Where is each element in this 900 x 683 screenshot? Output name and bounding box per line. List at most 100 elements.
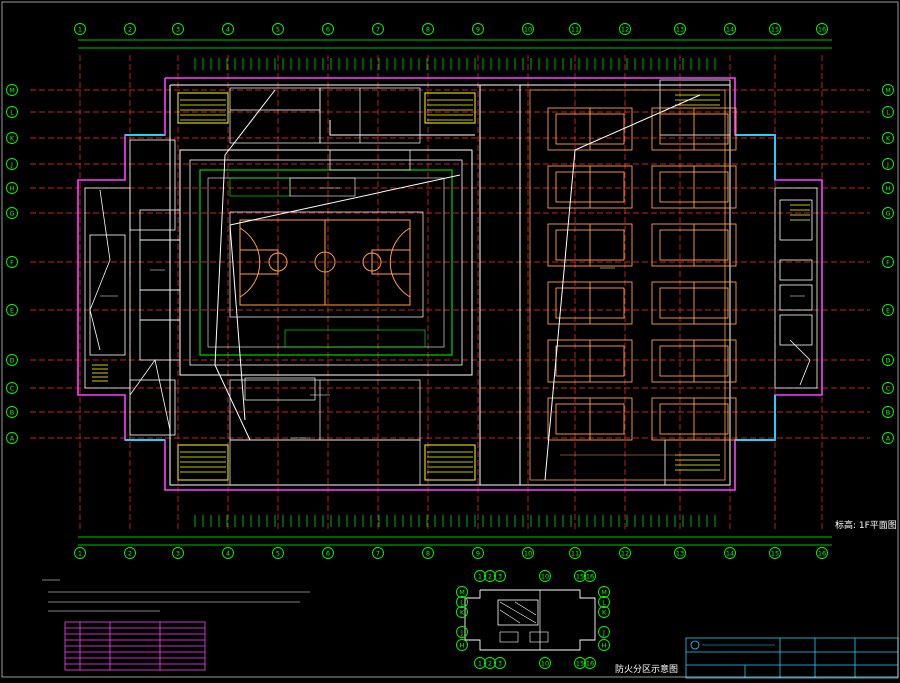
stair-core-nw xyxy=(177,92,229,124)
svg-text:H: H xyxy=(886,185,891,193)
axis-bubble-top: 16 xyxy=(816,23,828,35)
svg-text:M: M xyxy=(459,589,465,597)
axis-bubble-bottom: 3 xyxy=(172,547,184,559)
keyplan-bubble: 2 xyxy=(484,570,496,582)
axis-bubble-left: G xyxy=(6,207,18,219)
keyplan-bubble: L xyxy=(598,596,610,608)
left-wing-rooms xyxy=(84,139,181,436)
axis-bubble-right: J xyxy=(882,158,894,170)
axis-bubble-bottom: 4 xyxy=(222,547,234,559)
fire-zone-keyplan xyxy=(464,589,596,651)
svg-text:3: 3 xyxy=(498,660,502,668)
svg-text:7: 7 xyxy=(376,550,380,558)
svg-text:2: 2 xyxy=(128,550,132,558)
svg-text:14: 14 xyxy=(726,550,734,558)
axis-bubble-top: 5 xyxy=(272,23,284,35)
svg-text:4: 4 xyxy=(226,550,230,558)
keyplan-bubble: H xyxy=(598,639,610,651)
axis-bubble-top: 12 xyxy=(619,23,631,35)
svg-text:9: 9 xyxy=(476,26,480,34)
badminton-court xyxy=(651,107,737,151)
axis-bubble-top: 9 xyxy=(472,23,484,35)
badminton-court xyxy=(651,165,737,209)
axis-bubble-bottom: 8 xyxy=(422,547,434,559)
svg-text:C: C xyxy=(886,385,891,393)
svg-text:1: 1 xyxy=(78,550,82,558)
fire-zone-title: 防火分区示意图 xyxy=(615,665,679,675)
keyplan-bubble: 1 xyxy=(474,570,486,582)
room-tag-marks xyxy=(100,187,805,439)
keyplan-bubble: 15 xyxy=(574,570,586,582)
svg-text:16: 16 xyxy=(818,550,826,558)
svg-text:F: F xyxy=(10,259,14,267)
keyplan-bubble: 15 xyxy=(574,657,586,669)
svg-text:M: M xyxy=(601,589,607,597)
keyplan-bubble: M xyxy=(598,586,610,598)
axis-bubble-left: K xyxy=(6,132,18,144)
svg-text:D: D xyxy=(9,357,14,365)
axis-bubble-right: B xyxy=(882,406,894,418)
keyplan-bubble: K xyxy=(456,606,468,618)
axis-bubble-bottom: 12 xyxy=(619,547,631,559)
svg-text:5: 5 xyxy=(276,550,280,558)
svg-text:8: 8 xyxy=(426,550,430,558)
svg-text:K: K xyxy=(460,609,465,617)
south-rooms xyxy=(229,377,421,486)
axis-bubble-bottom: 5 xyxy=(272,547,284,559)
svg-text:2: 2 xyxy=(488,573,492,581)
axis-bubble-left: H xyxy=(6,182,18,194)
axis-bubble-left: J xyxy=(6,158,18,170)
keyplan-bubble: 10 xyxy=(539,570,551,582)
badminton-court xyxy=(651,281,737,325)
keyplan-bubble: 16 xyxy=(584,657,596,669)
axis-bubble-bottom: 10 xyxy=(522,547,534,559)
svg-text:H: H xyxy=(602,642,607,650)
svg-text:A: A xyxy=(886,435,891,443)
badminton-court xyxy=(547,281,633,325)
keyplan-bubble: 2 xyxy=(484,657,496,669)
facade-hatch-top xyxy=(194,58,716,70)
svg-text:D: D xyxy=(885,357,890,365)
keyplan-bubble: 1 xyxy=(474,657,486,669)
svg-text:15: 15 xyxy=(771,26,779,34)
training-hall xyxy=(529,89,726,481)
svg-text:11: 11 xyxy=(571,550,579,558)
axis-bubble-top: 1 xyxy=(74,23,86,35)
axis-bubble-left: B xyxy=(6,406,18,418)
axis-bubble-right: D xyxy=(882,354,894,366)
svg-text:E: E xyxy=(886,307,890,315)
svg-text:J: J xyxy=(10,161,13,169)
stair-core-n xyxy=(424,92,476,124)
keyplan-bubble: K xyxy=(598,606,610,618)
axis-bubble-top: 7 xyxy=(372,23,384,35)
svg-text:J: J xyxy=(602,629,605,637)
svg-text:9: 9 xyxy=(476,550,480,558)
svg-text:4: 4 xyxy=(226,26,230,34)
svg-text:L: L xyxy=(602,599,606,607)
axis-bubble-bottom: 2 xyxy=(124,547,136,559)
axis-bubble-top: 11 xyxy=(569,23,581,35)
axis-bubble-right: M xyxy=(882,84,894,96)
svg-text:A: A xyxy=(10,435,15,443)
basketball-court xyxy=(229,211,424,318)
axis-bubble-top: 4 xyxy=(222,23,234,35)
north-rooms xyxy=(229,87,421,171)
svg-text:12: 12 xyxy=(621,26,629,34)
axis-bubble-left: C xyxy=(6,382,18,394)
svg-text:15: 15 xyxy=(576,573,584,581)
axis-bubble-right: F xyxy=(882,256,894,268)
svg-text:K: K xyxy=(886,135,891,143)
dimension-lines-top xyxy=(78,39,832,546)
svg-text:K: K xyxy=(10,135,15,143)
badminton-court xyxy=(547,223,633,267)
axis-bubble-right: H xyxy=(882,182,894,194)
svg-text:L: L xyxy=(460,599,464,607)
svg-text:G: G xyxy=(9,210,14,218)
